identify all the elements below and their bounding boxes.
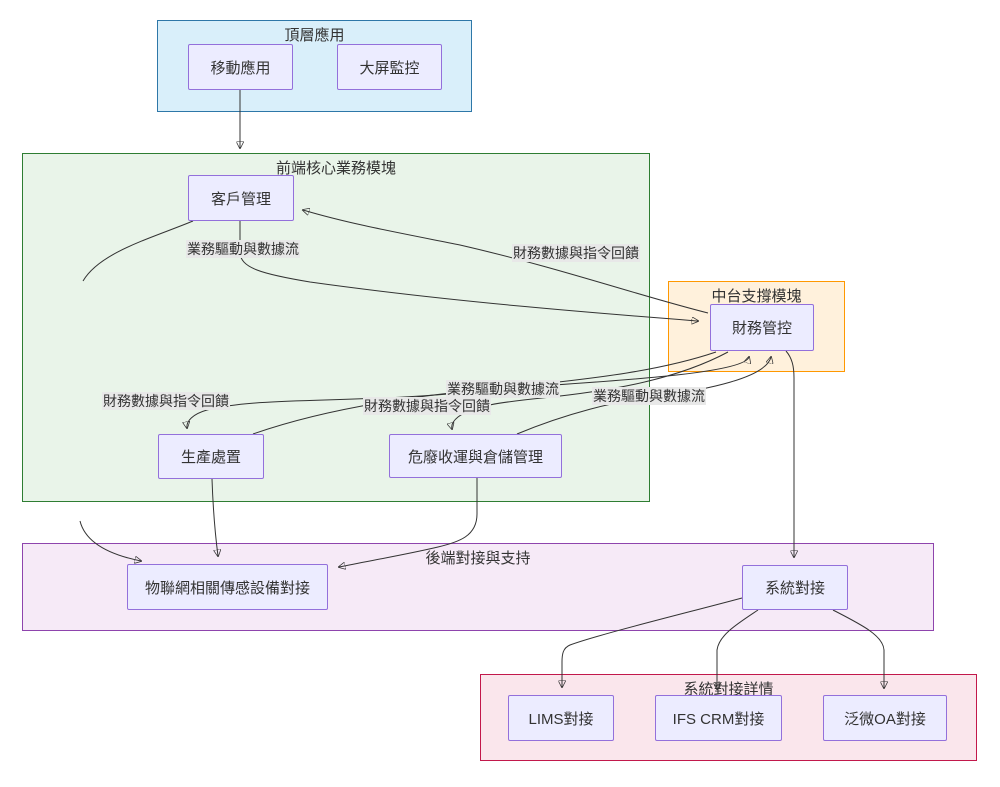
node-iot-devices: 物聯網相關傳感設備對接 — [127, 564, 328, 610]
edge-system-to-weaveroa — [832, 609, 884, 688]
node-customer-mgmt-label: 客戶管理 — [210, 190, 271, 208]
group-frontend-core-title: 前端核心業務模塊 — [275, 160, 396, 177]
edge-finance-to-waste — [452, 351, 729, 429]
node-mobile-app-label: 移動應用 — [210, 59, 271, 77]
edge-system-to-lims — [562, 597, 743, 687]
node-lims: LIMS對接 — [508, 695, 614, 741]
node-big-screen: 大屏監控 — [337, 44, 442, 90]
node-weaver-oa-label: 泛微OA對接 — [844, 710, 926, 728]
group-integration-detail-title: 系統對接詳情 — [683, 681, 774, 698]
edge-label-business-flow-2: 業務驅動與數據流 — [446, 380, 560, 398]
node-finance-control: 財務管控 — [710, 304, 814, 351]
edge-finance-to-system — [785, 350, 794, 557]
edge-customer-to-finance — [239, 221, 698, 321]
node-customer-mgmt: 客戶管理 — [188, 175, 294, 221]
edge-production-to-iot — [211, 478, 218, 556]
node-lims-label: LIMS對接 — [528, 710, 594, 728]
group-mid-platform-title: 中台支撐模塊 — [711, 288, 802, 305]
node-weaver-oa: 泛微OA對接 — [823, 695, 947, 741]
edge-waste-to-iot — [339, 478, 478, 567]
edge-label-finance-feedback-3: 財務數據與指令回饋 — [363, 397, 491, 415]
group-top-layer-title: 頂層應用 — [284, 27, 345, 44]
node-waste-logistics: 危廢收運與倉儲管理 — [389, 434, 562, 478]
node-production-disposal: 生產處置 — [158, 434, 264, 479]
group-backend-support-title: 後端對接與支持 — [425, 550, 531, 567]
edge-system-to-ifscrm — [717, 609, 759, 689]
node-ifs-crm: IFS CRM對接 — [655, 695, 782, 741]
node-system-integration-label: 系統對接 — [764, 580, 825, 597]
node-mobile-app: 移動應用 — [188, 44, 293, 90]
node-waste-logistics-label: 危廢收運與倉儲管理 — [407, 448, 543, 466]
node-system-integration: 系統對接 — [742, 565, 848, 610]
node-finance-control-label: 財務管控 — [731, 320, 792, 337]
node-ifs-crm-label: IFS CRM對接 — [672, 710, 765, 728]
node-production-disposal-label: 生產處置 — [180, 449, 241, 466]
edge-finance-to-customer — [303, 210, 709, 314]
edge-customer-to-iot-upper — [82, 220, 194, 282]
node-big-screen-label: 大屏監控 — [359, 59, 420, 77]
edge-label-business-flow-1: 業務驅動與數據流 — [186, 240, 300, 258]
edge-label-finance-feedback-2: 財務數據與指令回饋 — [102, 392, 230, 410]
edge-label-business-flow-3: 業務驅動與數據流 — [592, 387, 706, 405]
edge-label-finance-feedback-1: 財務數據與指令回饋 — [512, 244, 640, 262]
edge-customer-to-iot-lower — [79, 520, 141, 561]
node-iot-devices-label: 物聯網相關傳感設備對接 — [144, 579, 310, 597]
